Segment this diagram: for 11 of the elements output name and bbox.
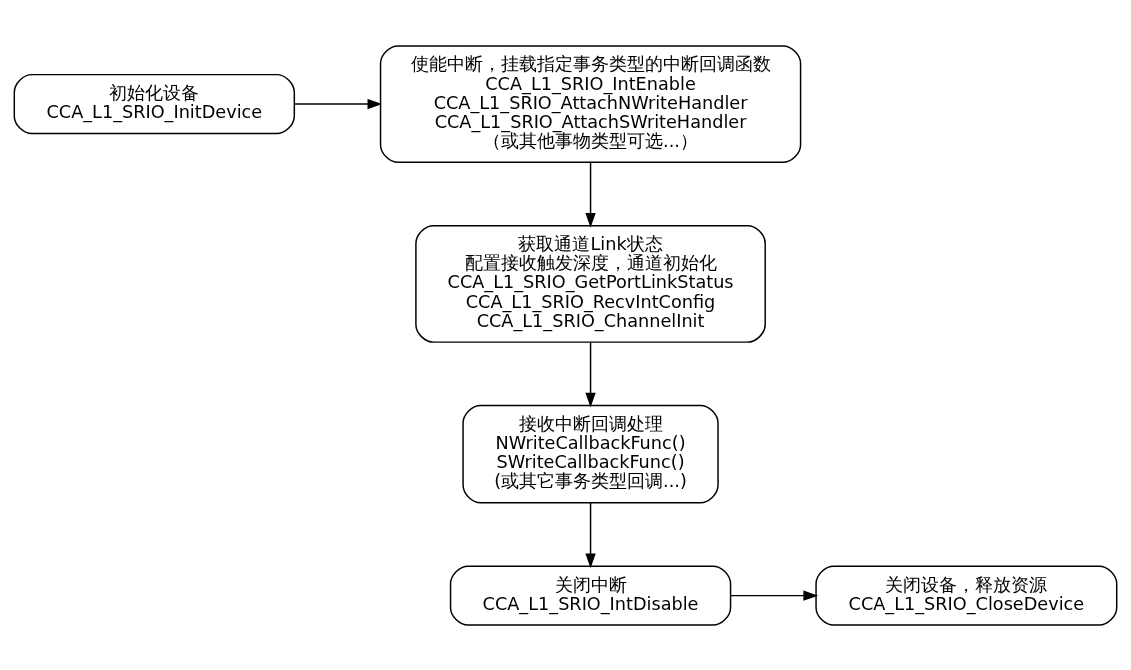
arrow [585,341,596,407]
node-box: 使能中断，挂载指定事务类型的中断回调函数 CCA_L1_SRIO_IntEnable CCA_L1_SRIO_AttachNWriteHandler CCA_L1_SRIO_AttachSWriteHandler （或其他事物类型可选...） [379,44,802,163]
node-box: 初始化设备 CCA_L1_SRIO_InitDevice [13,73,296,134]
node-box: 关闭设备，释放资源 CCA_L1_SRIO_CloseDevice [815,564,1118,626]
arrow [730,589,819,601]
arrow [293,98,383,109]
node-box: 获取通道Link状态 配置接收触发深度，通道初始化 CCA_L1_SRIO_GetPortLinkStatus CCA_L1_SRIO_RecvIntConfig CCA_L1_SRIO_ChannelInit [415,224,766,343]
node-box: 接收中断回调处理 NWriteCallbackFunc() SWriteCallbackFunc() (或其它事务类型回调...) [462,404,719,503]
node-box: 关闭中断 CCA_L1_SRIO_IntDisable [449,564,732,626]
arrow [585,501,596,568]
arrow [585,161,596,228]
